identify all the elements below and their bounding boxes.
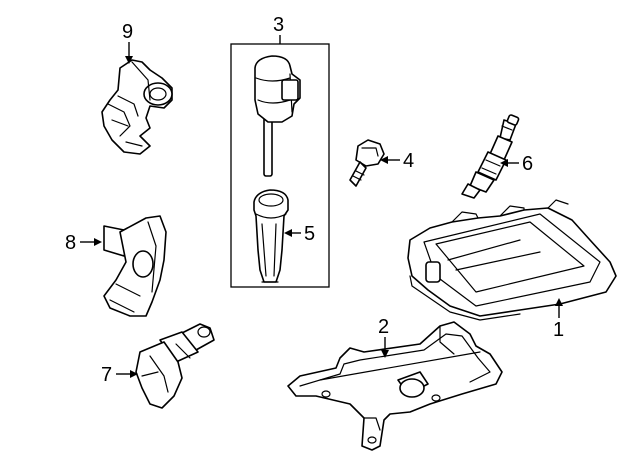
part-5-coil-boot[interactable] [253,189,289,283]
callout-8: 8 [65,232,76,254]
callout-3: 3 [273,14,284,36]
arrow-6 [500,159,508,167]
part-8-sensor[interactable] [103,215,167,317]
arrow-2 [381,350,389,358]
callout-7: 7 [101,364,112,386]
part-7-sensor[interactable] [135,323,215,409]
part-9-sensor[interactable] [101,59,173,155]
part-2-bracket[interactable] [287,321,503,451]
arrow-1 [555,298,563,306]
callout-2: 2 [378,316,389,338]
callout-1: 1 [553,319,564,341]
arrow-7 [130,370,138,378]
callout-4: 4 [403,150,414,172]
arrow-5 [284,229,292,237]
part-4-bolt[interactable] [349,139,385,187]
arrow-4 [380,156,388,164]
part-3-ignition-coil[interactable] [254,55,301,177]
arrow-9 [125,56,133,64]
callout-9: 9 [122,21,133,43]
callout-6: 6 [522,153,533,175]
part-6-spark-plug[interactable] [461,114,520,199]
callout-5: 5 [304,223,315,245]
arrow-8 [94,238,102,246]
part-1-ecu-module[interactable] [407,199,617,321]
